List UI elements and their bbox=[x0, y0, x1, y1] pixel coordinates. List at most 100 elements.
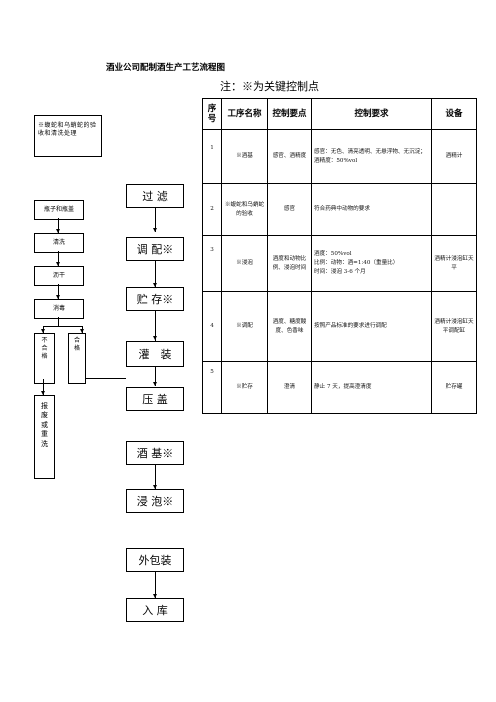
connector-line bbox=[155, 261, 156, 287]
cell-equipment: 贮存罐 bbox=[431, 361, 477, 414]
flow-step-label: 入 库 bbox=[142, 604, 168, 617]
snake-inspection-box: ※蝮蛇和乌蛸蛇的验收和清洗处理 bbox=[34, 115, 102, 157]
flow-step-storage: 贮 存※ bbox=[126, 287, 184, 311]
drain-label: 沥干 bbox=[52, 271, 65, 279]
cell-no: 2 bbox=[202, 183, 222, 236]
cell-equipment: 酒精计 bbox=[431, 129, 477, 184]
document-title: 酒业公司配制酒生产工艺流程图 bbox=[106, 63, 226, 73]
wash-label: 清洗 bbox=[52, 238, 65, 246]
cell-points: 酒度和动物比例、浸泡时间 bbox=[267, 235, 312, 292]
flow-step-label: 压 盖 bbox=[142, 393, 168, 406]
wash-box: 清洗 bbox=[34, 233, 84, 253]
header-points: 控制要点 bbox=[267, 98, 312, 130]
flow-step-label: 浸 泡※ bbox=[136, 495, 174, 508]
table-row: 4 ※调配 酒度、糖度酸度、色香味 按照产品标准的要求进行调配 酒精计浸泡缸天平… bbox=[202, 291, 477, 362]
cell-requirements: 符合药典中动物的要求 bbox=[311, 183, 432, 236]
key-point-note: 注：※为关键控制点 bbox=[220, 80, 319, 93]
cell-equipment: 酒精计浸泡缸天平 bbox=[431, 235, 477, 292]
cell-points: 感官 bbox=[267, 183, 312, 236]
cell-no: 3 bbox=[202, 235, 222, 292]
arrow-down-icon bbox=[80, 329, 84, 333]
arrow-down-icon bbox=[153, 485, 157, 489]
table-row: 1 ※酒基 感官、酒精度 感官：无色、清亮透明、无悬浮物、无沉淀； 酒精度：50… bbox=[202, 129, 477, 184]
flow-step-warehousing: 入 库 bbox=[126, 598, 184, 622]
snake-inspection-text: ※蝮蛇和乌蛸蛇的验收和清洗处理 bbox=[38, 122, 97, 138]
arrow-down-icon bbox=[153, 283, 157, 287]
connector-line bbox=[155, 208, 156, 232]
pass-box: 合格 bbox=[68, 333, 86, 384]
fail-label: 不合格 bbox=[41, 337, 48, 361]
pass-label: 合格 bbox=[73, 337, 80, 353]
cell-requirements: 按照产品标准的要求进行调配 bbox=[311, 291, 432, 362]
connector-line bbox=[155, 311, 156, 341]
connector-line bbox=[43, 326, 82, 327]
flow-step-filter: 过 滤 bbox=[126, 184, 184, 208]
fail-box: 不合格 bbox=[34, 333, 55, 384]
flow-step-base-liquor: 酒 基※ bbox=[126, 441, 184, 465]
connector-line bbox=[58, 218, 59, 233]
bottles-and-caps-label: 瓶子和瓶盖 bbox=[43, 205, 74, 213]
table-row: 5 ※贮存 澄清 静止 7 天，提高澄清度 贮存罐 bbox=[202, 361, 477, 414]
disinfect-box: 消毒 bbox=[34, 299, 84, 319]
arrow-down-icon bbox=[153, 228, 157, 232]
requirement-line: 酒度：50%vol bbox=[314, 251, 352, 258]
requirement-line: 比例：动物：酒=1:40（重量比） bbox=[314, 260, 399, 267]
connector-line bbox=[58, 317, 59, 326]
cell-no: 1 bbox=[202, 129, 222, 184]
arrow-down-icon bbox=[41, 391, 45, 395]
table-header-row: 序号 工序名称 控制要点 控制要求 设备 bbox=[202, 98, 477, 130]
connector-line bbox=[155, 367, 156, 386]
arrow-down-icon bbox=[153, 336, 157, 340]
header-no: 序号 bbox=[202, 98, 222, 130]
connector-line bbox=[155, 465, 156, 489]
cell-no: 5 bbox=[202, 361, 222, 414]
requirement-line: 感官：无色、清亮透明、无悬浮物、无沉淀； bbox=[314, 148, 426, 155]
bottles-and-caps-box: 瓶子和瓶盖 bbox=[34, 200, 84, 220]
reject-label: 报废或重洗 bbox=[41, 402, 48, 448]
requirement-line: 静止 7 天，提高澄清度 bbox=[314, 384, 372, 391]
flow-step-label: 外包装 bbox=[138, 554, 172, 567]
connector-line bbox=[58, 251, 59, 266]
flow-step-blend: 调 配※ bbox=[126, 237, 184, 261]
connector-line bbox=[58, 284, 59, 299]
arrow-down-icon bbox=[56, 229, 60, 233]
cell-process: ※浸泡 bbox=[221, 235, 268, 292]
flow-step-label: 调 配※ bbox=[136, 243, 174, 256]
reject-box: 报废或重洗 bbox=[34, 395, 55, 479]
cell-process: ※酒基 bbox=[221, 129, 268, 184]
requirement-line: 符合药典中动物的要求 bbox=[314, 206, 370, 213]
flow-step-label: 贮 存※ bbox=[136, 293, 174, 306]
flow-step-outer-packaging: 外包装 bbox=[126, 548, 184, 572]
flow-step-soaking: 浸 泡※ bbox=[126, 489, 184, 513]
arrow-down-icon bbox=[41, 329, 45, 333]
cell-process: ※贮存 bbox=[221, 361, 268, 414]
cell-points: 澄清 bbox=[267, 361, 312, 414]
flow-step-capping: 压 盖 bbox=[126, 387, 184, 411]
header-requirements: 控制要求 bbox=[311, 98, 432, 130]
requirement-line: 按照产品标准的要求进行调配 bbox=[314, 323, 387, 330]
table-row: 3 ※浸泡 酒度和动物比例、浸泡时间 酒度：50%vol 比例：动物：酒=1:4… bbox=[202, 235, 477, 292]
drain-box: 沥干 bbox=[34, 266, 84, 286]
flow-step-filling: 灌 装 bbox=[126, 341, 184, 367]
disinfect-label: 消毒 bbox=[52, 304, 65, 312]
cell-process: ※蝮蛇和乌蛸蛇的验收 bbox=[221, 183, 268, 236]
cell-equipment bbox=[431, 183, 477, 236]
cell-no: 4 bbox=[202, 291, 222, 362]
cell-process: ※调配 bbox=[221, 291, 268, 362]
table-row: 2 ※蝮蛇和乌蛸蛇的验收 感官 符合药典中动物的要求 bbox=[202, 183, 477, 236]
header-process: 工序名称 bbox=[221, 98, 268, 130]
arrow-down-icon bbox=[56, 295, 60, 299]
connector-line bbox=[155, 572, 156, 598]
control-points-table: 序号 工序名称 控制要点 控制要求 设备 1 ※酒基 感官、酒精度 感官：无色、… bbox=[202, 98, 477, 414]
arrow-down-icon bbox=[153, 382, 157, 386]
cell-points: 酒度、糖度酸度、色香味 bbox=[267, 291, 312, 362]
arrow-down-icon bbox=[56, 262, 60, 266]
cell-requirements: 酒度：50%vol 比例：动物：酒=1:40（重量比） 时间：浸泡 3-6 个月 bbox=[311, 235, 432, 292]
requirement-line: 酒精度：50%vol bbox=[314, 157, 358, 164]
flow-step-label: 过 滤 bbox=[142, 190, 168, 203]
requirement-line: 时间：浸泡 3-6 个月 bbox=[314, 268, 366, 275]
flow-step-label: 酒 基※ bbox=[136, 447, 174, 460]
flow-step-label: 灌 装 bbox=[138, 348, 172, 361]
cell-requirements: 感官：无色、清亮透明、无悬浮物、无沉淀； 酒精度：50%vol bbox=[311, 129, 432, 184]
connector-line bbox=[43, 379, 44, 395]
